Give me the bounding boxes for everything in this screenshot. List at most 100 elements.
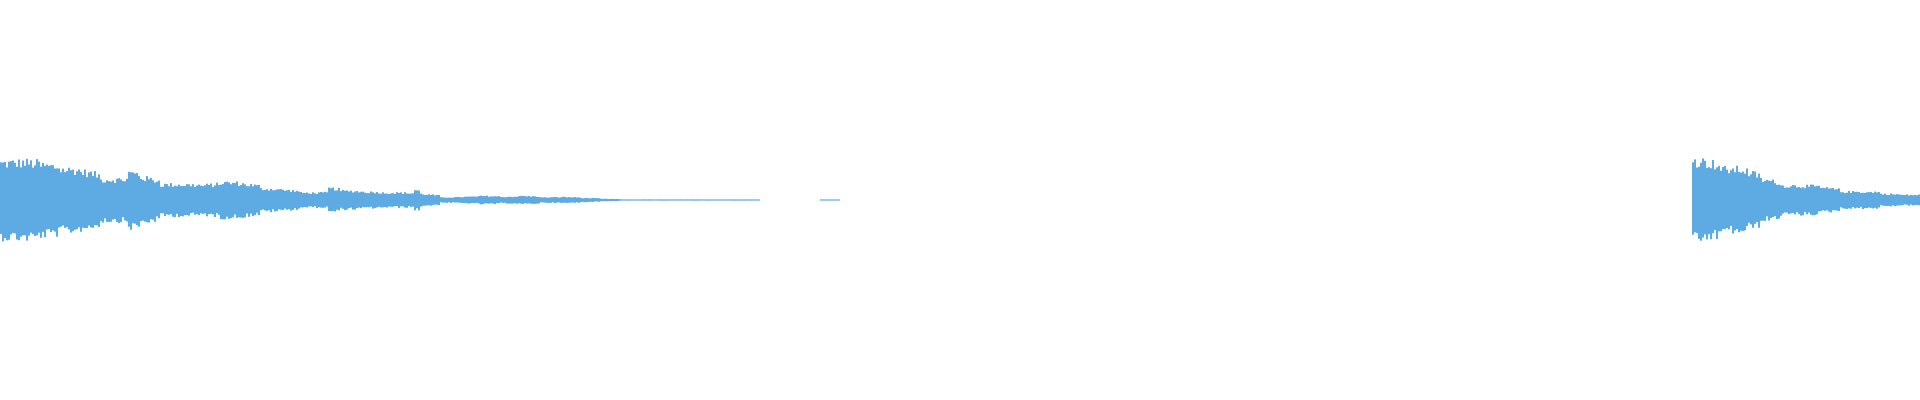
waveform-column — [384, 193, 386, 207]
waveform-column — [528, 195, 530, 204]
waveform-column — [1768, 180, 1770, 221]
waveform-column — [432, 194, 434, 205]
waveform-column — [208, 184, 210, 215]
waveform-column — [1738, 171, 1740, 233]
waveform-column — [10, 161, 12, 235]
waveform-column — [674, 199, 676, 201]
waveform-column — [548, 197, 550, 203]
waveform-column — [1820, 187, 1822, 212]
waveform-column — [90, 171, 92, 228]
waveform-column — [1796, 187, 1798, 213]
waveform-column — [166, 184, 168, 215]
waveform-column — [122, 181, 124, 218]
waveform-column — [412, 193, 414, 207]
waveform-column — [224, 181, 226, 220]
waveform-column — [720, 199, 722, 201]
waveform-column — [176, 186, 178, 214]
waveform-column — [660, 199, 662, 201]
waveform-column — [120, 179, 122, 223]
waveform-column — [738, 199, 740, 201]
waveform-column — [650, 199, 652, 201]
waveform-column — [148, 179, 150, 223]
waveform-column — [632, 199, 634, 201]
waveform-column — [602, 198, 604, 202]
waveform-column — [36, 159, 38, 236]
waveform-column — [1860, 192, 1862, 207]
waveform-column — [128, 171, 130, 227]
waveform-column — [138, 176, 140, 227]
waveform-column — [688, 199, 690, 201]
waveform-column — [160, 186, 162, 214]
waveform-column — [404, 192, 406, 208]
waveform-column — [1754, 171, 1756, 224]
waveform-column — [220, 184, 222, 220]
waveform-column — [254, 184, 256, 216]
waveform-column — [76, 171, 78, 230]
waveform-column — [1748, 176, 1750, 223]
waveform-column — [108, 181, 110, 223]
waveform-column — [828, 199, 830, 201]
waveform-column — [242, 183, 244, 218]
waveform-column — [748, 199, 750, 201]
waveform-column — [536, 196, 538, 204]
waveform-column — [102, 182, 104, 223]
waveform-column — [24, 165, 26, 236]
waveform-column — [522, 195, 524, 204]
waveform-column — [1714, 169, 1716, 231]
waveform-column — [134, 173, 136, 224]
waveform-column — [354, 191, 356, 210]
waveform-column — [1828, 188, 1830, 212]
waveform-column — [1756, 177, 1758, 223]
waveform-column — [658, 199, 660, 201]
waveform-column — [708, 199, 710, 201]
waveform-column — [1894, 194, 1896, 207]
waveform-column — [558, 197, 560, 203]
waveform-column — [1728, 173, 1730, 230]
waveform-column — [608, 199, 610, 202]
waveform-column — [70, 170, 72, 233]
waveform-column — [822, 199, 824, 201]
waveform-column — [8, 161, 10, 240]
waveform-column — [438, 195, 440, 206]
waveform-column — [1758, 173, 1760, 228]
waveform-column — [1834, 189, 1836, 211]
waveform-column — [98, 174, 100, 228]
waveform-column — [222, 184, 224, 220]
waveform-column — [1870, 191, 1872, 208]
waveform-column — [460, 197, 462, 203]
waveform-column — [190, 186, 192, 214]
waveform-column — [388, 194, 390, 207]
waveform-column — [1742, 171, 1744, 231]
waveform-column — [226, 181, 228, 217]
waveform-column — [152, 180, 154, 220]
waveform-column — [472, 196, 474, 203]
waveform-column — [1900, 194, 1902, 206]
waveform-column — [1846, 192, 1848, 210]
waveform-column — [400, 192, 402, 207]
waveform-column — [712, 199, 714, 201]
waveform-column — [678, 199, 680, 201]
waveform-column — [566, 197, 568, 203]
waveform-column — [106, 180, 108, 222]
waveform-column — [606, 198, 608, 202]
waveform-column — [116, 178, 118, 222]
waveform-column — [620, 199, 622, 201]
waveform-column — [730, 199, 732, 201]
waveform-column — [584, 198, 586, 203]
waveform-column — [118, 178, 120, 223]
waveform-column — [198, 184, 200, 216]
waveform-column — [832, 199, 834, 201]
waveform-column — [1702, 158, 1704, 238]
waveform-column — [368, 193, 370, 208]
waveform-column — [542, 197, 544, 203]
waveform-column — [402, 193, 404, 207]
waveform-column — [498, 196, 500, 204]
waveform-column — [326, 192, 328, 207]
waveform-column — [1832, 187, 1834, 211]
waveform-column — [332, 187, 334, 211]
waveform-column — [518, 196, 520, 204]
waveform-column — [1868, 192, 1870, 208]
waveform-column — [88, 172, 90, 226]
waveform-column — [532, 196, 534, 204]
waveform-column — [754, 199, 756, 201]
